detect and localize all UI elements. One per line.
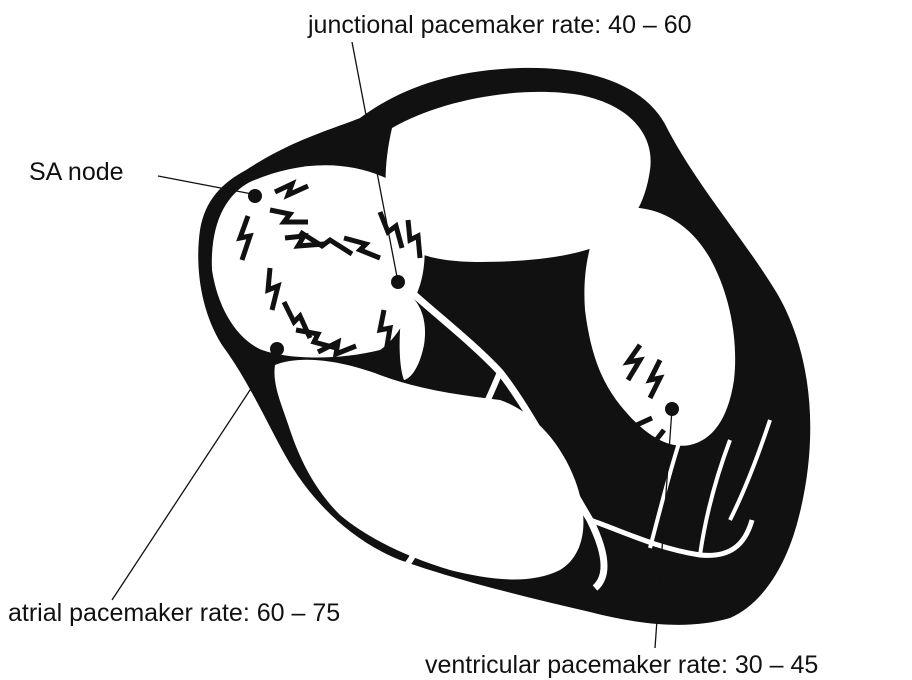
atrial-rate-label: atrial pacemaker rate: 60 – 75 (8, 601, 340, 626)
sa-node (248, 189, 262, 203)
junctional-rate-label: junctional pacemaker rate: 40 – 60 (308, 13, 692, 38)
atrial-leader (112, 349, 277, 600)
ventricular-rate-label: ventricular pacemaker rate: 30 – 45 (425, 653, 818, 678)
sa-node-label: SA node (29, 160, 124, 185)
